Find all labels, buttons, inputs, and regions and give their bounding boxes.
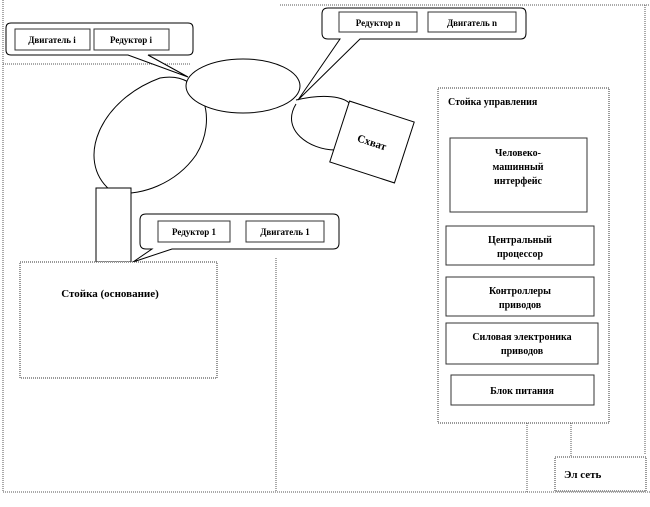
hmi-label-line2: машинный [492,162,543,173]
hmi-box [449,137,588,213]
reducer-n-label: Редуктор n [356,18,401,28]
power-supply-box [450,374,595,406]
motor-1-box [245,220,325,243]
callout-joint-n: Редуктор n Двигатель n [297,7,527,101]
callout-joint-1: Редуктор 1 Двигатель 1 [132,213,340,263]
controllers-box [445,276,595,317]
controllers-label-line2: приводов [499,300,542,311]
base-column [95,187,132,263]
reducer-i-label: Редуктор i [110,35,153,45]
outer-frame [2,0,650,493]
base-stand-label: Стойка (основание) [61,288,159,300]
motor-1-label: Двигатель 1 [260,227,310,237]
motor-n-label: Двигатель n [447,18,497,28]
reducer-1-label: Редуктор 1 [172,227,217,237]
mains-label: Эл сеть [564,469,602,481]
motor-i-box [14,28,91,51]
reducer-1-box [157,220,231,243]
cpu-label-line1: Центральный [488,235,552,246]
reducer-i-box [93,28,170,51]
controllers-label-line1: Контроллеры [489,286,551,297]
mains-box: Эл сеть [554,456,647,492]
cpu-box [445,225,595,266]
gripper-box: Схват [329,100,415,184]
power-electronics-label-line2: приводов [501,346,544,357]
motor-i-label: Двигатель i [28,35,76,45]
power-electronics-box [445,322,599,365]
hmi-label-line1: Человеко- [495,148,541,159]
cables [275,258,572,492]
control-cabinet-label: Стойка управления [448,97,538,108]
callout-joint-i: Двигатель i Редуктор i [5,22,194,78]
hmi-label-line3: интерфейс [494,176,543,187]
power-supply-label: Блок питания [490,386,554,397]
control-cabinet: Стойка управления Человеко- машинный инт… [437,87,610,424]
reducer-n-box [338,11,418,33]
cpu-label-line2: процессор [497,249,544,260]
motor-n-box [427,11,517,33]
joint-ellipse [185,58,301,114]
base-stand: Стойка (основание) [19,261,218,379]
power-electronics-label-line1: Силовая электроника [472,332,571,343]
